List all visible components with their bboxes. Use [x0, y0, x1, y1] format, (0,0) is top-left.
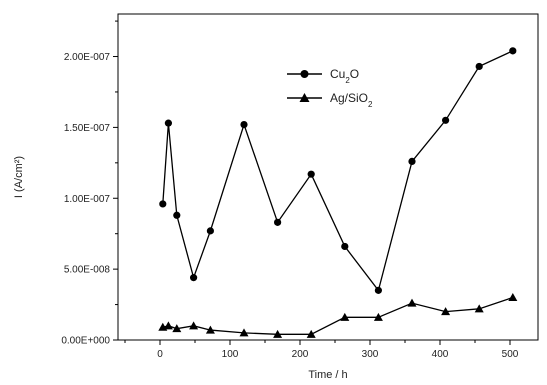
legend-label-ag-sio2: Ag/SiO2	[330, 91, 373, 109]
data-point-ag-sio2	[205, 325, 215, 334]
y-axis-label: I (A/cm²)	[13, 156, 25, 198]
y-axis: 0.00E+000 5.00E-008 1.00E-007 1.50E-007 2.00…	[61, 20, 118, 347]
data-point-ag-sio2	[508, 292, 518, 301]
y-tick-label: 1.50E-007	[64, 123, 111, 134]
data-point-ag-sio2	[407, 298, 417, 307]
x-axis-label: Time / h	[308, 369, 347, 381]
data-point-cu2o	[274, 218, 282, 226]
data-point-cu2o	[240, 120, 248, 129]
x-tick-label: 200	[292, 349, 309, 360]
legend-marker-ag-sio2	[299, 93, 310, 102]
data-point-cu2o	[190, 274, 198, 282]
data-point-ag-sio2	[441, 307, 451, 316]
data-point-cu2o	[475, 62, 483, 71]
data-point-cu2o	[408, 157, 416, 166]
data-point-cu2o	[173, 211, 181, 219]
x-tick-label: 100	[222, 349, 239, 360]
data-point-cu2o	[442, 116, 450, 124]
x-tick-label: 300	[362, 349, 379, 360]
data-point-ag-sio2	[373, 312, 383, 321]
x-axis: 0 100 200 300 400 500	[124, 340, 519, 360]
series-line-ag-sio2	[162, 296, 514, 335]
data-point-ag-sio2	[189, 321, 199, 330]
legend-label-cu2o: Cu2O	[330, 67, 359, 85]
data-point-cu2o	[164, 119, 172, 127]
data-point-cu2o	[374, 286, 382, 294]
legend: Cu2O Ag/SiO2	[287, 67, 373, 109]
data-point-ag-sio2	[340, 312, 350, 321]
data-point-ag-sio2	[172, 324, 182, 333]
data-point-ag-sio2	[306, 329, 316, 338]
series-line-cu2o	[162, 50, 514, 292]
y-tick-label: 5.00E-008	[64, 265, 111, 276]
y-tick-label: 1.00E-007	[64, 194, 111, 205]
legend-marker-cu2o	[300, 70, 309, 78]
data-point-ag-sio2	[474, 304, 484, 313]
data-point-ag-sio2	[163, 321, 173, 330]
x-tick-label: 500	[502, 349, 519, 360]
y-tick-label: 0.00E+000	[61, 336, 110, 347]
data-point-cu2o	[509, 47, 517, 55]
data-point-cu2o	[341, 242, 349, 251]
series-layer	[158, 47, 518, 338]
y-tick-label: 2.00E-007	[64, 52, 111, 63]
x-tick-label: 400	[432, 349, 449, 360]
plot-frame	[117, 13, 539, 341]
data-point-ag-sio2	[273, 329, 283, 338]
data-point-cu2o	[307, 170, 315, 178]
data-point-ag-sio2	[239, 328, 249, 337]
data-point-cu2o	[159, 200, 167, 208]
x-tick-label: 0	[157, 349, 163, 360]
data-point-cu2o	[206, 227, 214, 235]
